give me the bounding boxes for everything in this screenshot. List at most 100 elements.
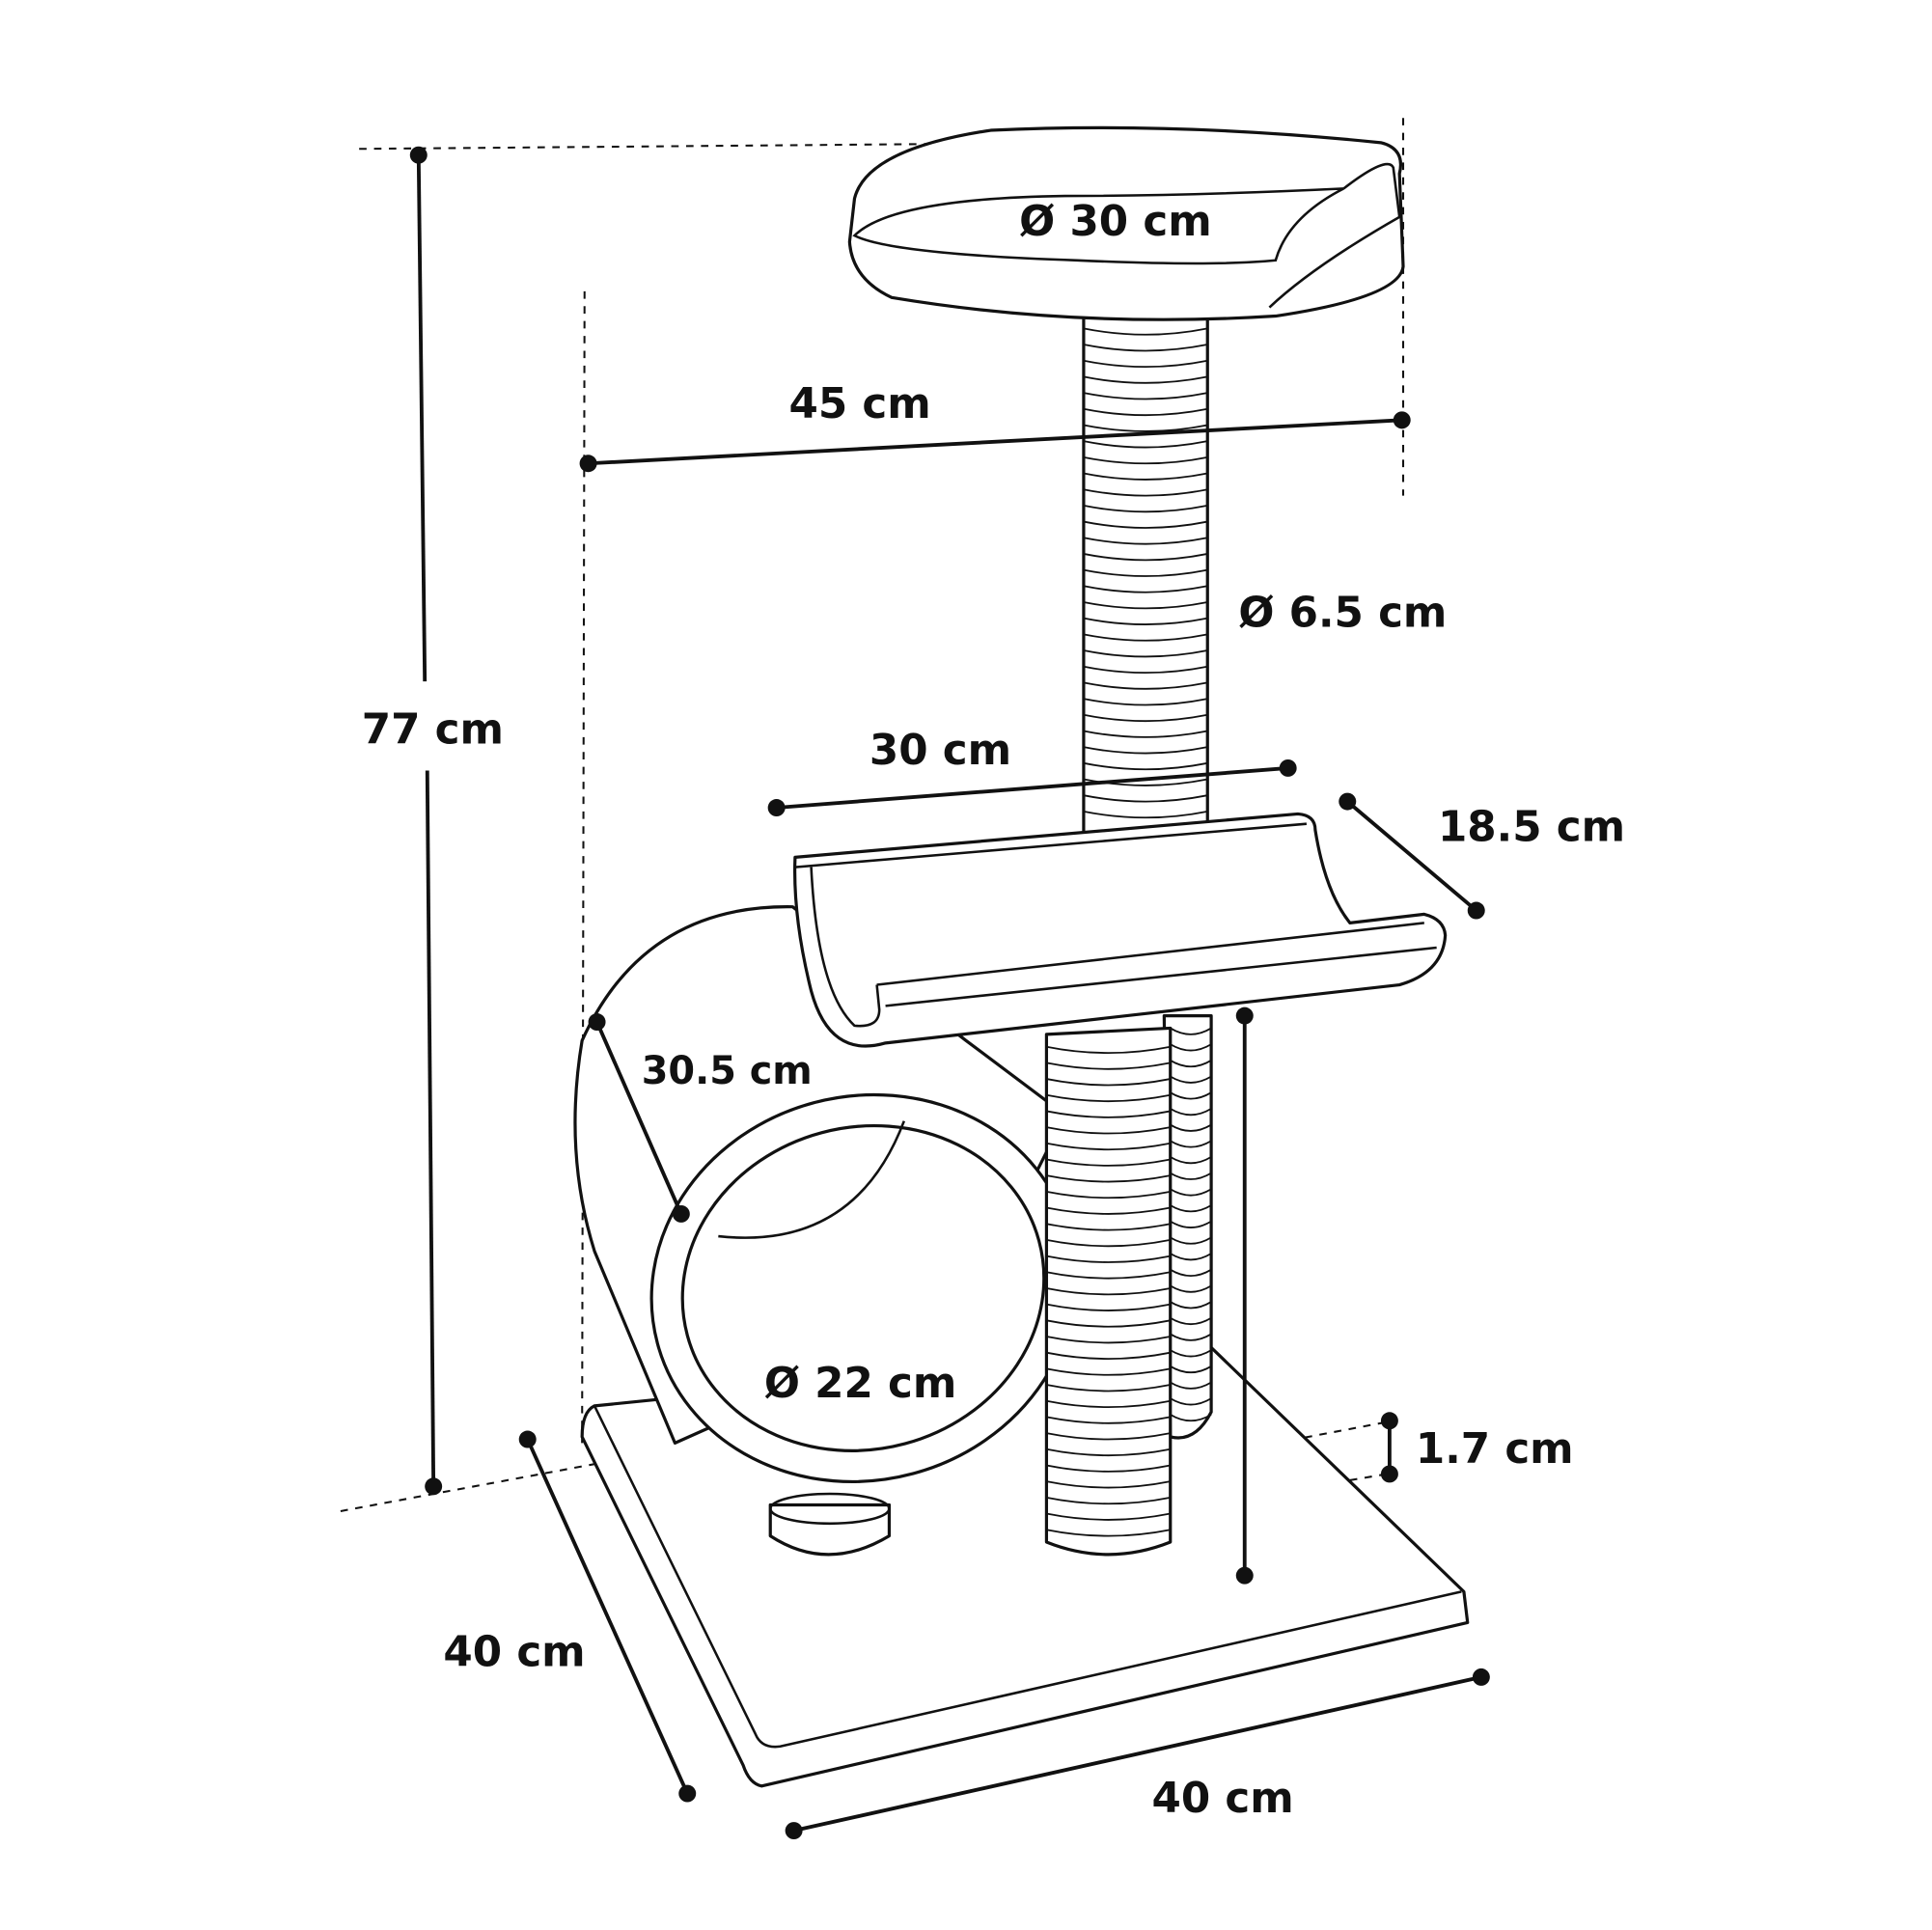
front-scratching-post xyxy=(1044,1026,1173,1557)
tunnel xyxy=(573,905,1077,1484)
rope-ridge xyxy=(1083,761,1208,771)
rope-ridge xyxy=(1046,1093,1171,1103)
rope-ridge xyxy=(1083,585,1208,593)
rope-ridge xyxy=(1083,407,1208,417)
rope-ridge xyxy=(1170,1397,1212,1406)
rope-ridge xyxy=(1170,1075,1212,1084)
rope-ridge xyxy=(1170,1365,1212,1374)
rope-ridge xyxy=(1083,455,1208,465)
rope-ridge xyxy=(1046,1512,1171,1521)
label-top-platform-diameter: Ø 30 cm xyxy=(1019,198,1211,246)
rope-ridge xyxy=(1046,1399,1171,1409)
rope-ridge xyxy=(1170,1108,1212,1117)
rope-ridge xyxy=(1170,1172,1212,1180)
rope-ridge xyxy=(1083,359,1208,369)
rope-ridge xyxy=(1083,424,1208,432)
rope-ridge xyxy=(1083,713,1208,723)
label-base-depth: 40 cm xyxy=(443,1628,585,1676)
rope-ridge xyxy=(1083,520,1208,529)
label-base-width: 40 cm xyxy=(1152,1775,1294,1823)
rope-ridge xyxy=(1046,1142,1171,1151)
rope-ridge xyxy=(1046,1206,1171,1215)
rope-ridge xyxy=(1046,1158,1171,1167)
rope-ridge xyxy=(1046,1110,1171,1118)
rope-ridge xyxy=(1046,1367,1171,1376)
label-post-diameter: Ø 6.5 cm xyxy=(1238,590,1447,638)
rope-ridge xyxy=(1170,1091,1212,1100)
rope-ridge xyxy=(1046,1496,1171,1505)
rope-ridge xyxy=(1083,537,1208,545)
tunnel-foot xyxy=(768,1492,892,1557)
rope-ridge xyxy=(1046,1174,1171,1183)
rope-ridge xyxy=(1170,1140,1212,1148)
rope-ridge xyxy=(1083,375,1208,384)
rope-ridge xyxy=(1046,1351,1171,1360)
rope-ridge xyxy=(1046,1319,1171,1328)
rope-ridge xyxy=(1083,392,1208,400)
rope-ridge xyxy=(1083,505,1208,513)
rope-ridge xyxy=(1046,1045,1171,1055)
top-platform xyxy=(847,125,1405,321)
rope-ridge xyxy=(1046,1078,1171,1087)
rope-ridge xyxy=(1046,1384,1171,1392)
rope-ridge xyxy=(1170,1123,1212,1132)
rope-ridge xyxy=(1046,1529,1171,1537)
rope-ridge xyxy=(1083,472,1208,481)
rope-ridge xyxy=(1170,1268,1212,1278)
label-total-height: 77 cm xyxy=(362,705,504,754)
rope-ridge xyxy=(1083,665,1208,675)
rope-ridge xyxy=(1170,1060,1212,1068)
rope-ridge xyxy=(1083,601,1208,610)
rope-ridge xyxy=(1083,633,1208,642)
rope-ridge xyxy=(1046,1416,1171,1424)
rope-ridge xyxy=(1083,649,1208,658)
rope-ridge xyxy=(1083,730,1208,738)
rope-ridge xyxy=(1170,1349,1212,1358)
label-hammock-length: 30 cm xyxy=(869,727,1011,775)
label-tunnel-diameter: Ø 22 cm xyxy=(764,1360,957,1408)
rope-ridge xyxy=(1046,1190,1171,1199)
rope-ridge xyxy=(1083,568,1208,577)
rope-ridge xyxy=(1046,1126,1171,1135)
label-total-width: 45 cm xyxy=(788,380,930,428)
rope-ridge xyxy=(1170,1188,1212,1197)
rope-ridge xyxy=(1170,1284,1212,1293)
rope-ridge xyxy=(1046,1062,1171,1070)
label-tunnel-length: 30.5 cm xyxy=(642,1049,813,1093)
rope-ridge xyxy=(1170,1204,1212,1213)
rope-ridge xyxy=(1046,1287,1171,1296)
dimension-lines xyxy=(409,146,1490,1840)
label-base-thickness: 1.7 cm xyxy=(1416,1425,1574,1474)
rope-ridge xyxy=(1170,1301,1212,1310)
hammock-shelf xyxy=(793,812,1448,1048)
rope-ridge xyxy=(1083,681,1208,690)
rope-ridge xyxy=(1046,1336,1171,1344)
rope-ridge xyxy=(1083,327,1208,336)
rope-ridge xyxy=(1170,1414,1212,1422)
rope-ridge xyxy=(1170,1381,1212,1390)
rope-ridge xyxy=(1046,1480,1171,1489)
rope-ridge xyxy=(1083,344,1208,352)
rope-ridge xyxy=(1046,1254,1171,1263)
rope-ridge xyxy=(1046,1303,1171,1311)
rope-ridge xyxy=(1046,1223,1171,1231)
rope-ridge xyxy=(1170,1316,1212,1326)
rope-ridge xyxy=(1083,810,1208,819)
rope-ridge xyxy=(1170,1253,1212,1261)
rope-ridge xyxy=(1170,1220,1212,1228)
rope-ridge xyxy=(1170,1027,1212,1035)
rope-ridge xyxy=(1083,553,1208,562)
rope-ridge xyxy=(1170,1156,1212,1165)
rope-ridge xyxy=(1083,794,1208,803)
rope-ridge xyxy=(1046,1239,1171,1248)
rope-ridge xyxy=(1046,1432,1171,1441)
rope-ridge xyxy=(1170,1333,1212,1341)
rope-ridge xyxy=(1046,1448,1171,1457)
rope-ridge xyxy=(1083,698,1208,706)
rope-ridge xyxy=(1083,440,1208,449)
rope-ridge xyxy=(1046,1271,1171,1280)
rope-ridge xyxy=(1046,1464,1171,1473)
label-hammock-depth: 18.5 cm xyxy=(1438,804,1625,852)
